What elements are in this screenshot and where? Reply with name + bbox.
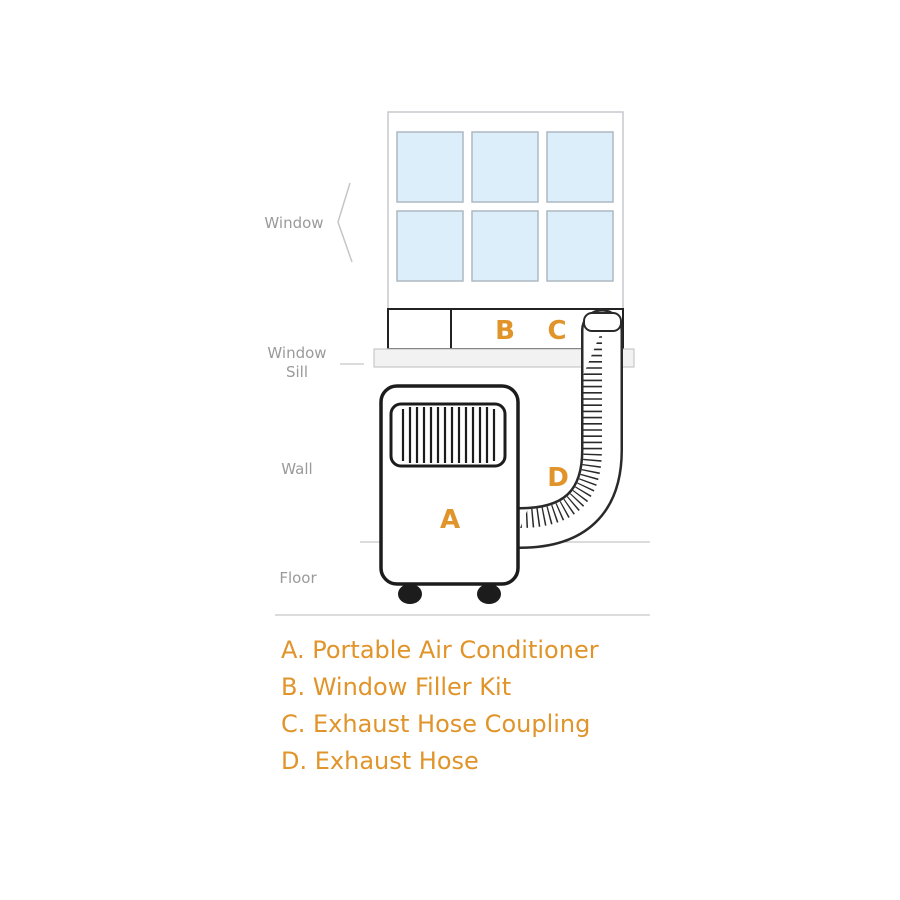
legend-item-b: B. Window Filler Kit	[281, 673, 512, 701]
window-pane	[471, 210, 539, 282]
exhaust-hose-coupling	[583, 312, 622, 332]
ac-wheel-left	[398, 584, 422, 604]
window-bracket	[337, 182, 353, 263]
legend-item-d: D. Exhaust Hose	[281, 747, 479, 775]
exhaust-hose	[499, 309, 623, 549]
window-sill-label-line2: Sill	[286, 363, 308, 381]
floor-label: Floor	[279, 569, 317, 587]
window-pane	[546, 210, 614, 282]
ac-wheel-right	[477, 584, 501, 604]
window	[387, 111, 624, 310]
part-letter-a: A	[440, 505, 460, 535]
part-letter-c: C	[547, 316, 566, 346]
legend-item-c: C. Exhaust Hose Coupling	[281, 710, 591, 738]
part-letter-b: B	[495, 316, 515, 346]
ac-vent-grille	[389, 402, 507, 468]
window-label: Window	[264, 214, 323, 232]
window-pane	[396, 210, 464, 282]
parts-legend: A. Portable Air Conditioner B. Window Fi…	[281, 632, 599, 780]
window-pane	[396, 131, 464, 203]
ac-vent-slats	[401, 407, 496, 463]
part-letter-d: D	[547, 463, 569, 493]
portable-air-conditioner	[379, 384, 520, 604]
window-pane	[471, 131, 539, 203]
window-pane	[546, 131, 614, 203]
legend-item-a: A. Portable Air Conditioner	[281, 636, 599, 664]
wall-label: Wall	[281, 460, 312, 478]
window-sill-label-line1: Window	[267, 344, 326, 362]
window-sill	[373, 348, 635, 368]
